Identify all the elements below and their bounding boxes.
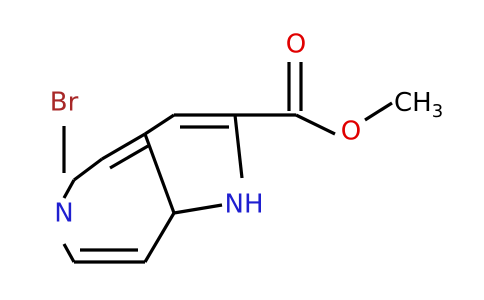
bond-c3a-c7a: [143, 133, 176, 214]
atom-label-n-pyridine: N: [54, 199, 73, 229]
bond-c4-c3a-double: [109, 144, 149, 170]
atom-label-o-carbonyl: O: [286, 30, 306, 60]
bond-c6-n5: [62, 243, 76, 263]
atom-label-o-ester: O: [341, 117, 361, 147]
ch3-subscript: 3: [432, 101, 443, 122]
ch3-main: CH: [394, 88, 432, 118]
bond-c3a-c3: [144, 113, 175, 136]
bond-n5-c4: [62, 179, 76, 199]
bond-c7a-c7: [143, 212, 176, 263]
atom-label-nh-pyrrole: NH: [225, 190, 264, 220]
atom-label-ch3: CH3: [394, 88, 443, 123]
bond-c2-n1: [233, 114, 244, 179]
bond-c4-c3a: [101, 132, 146, 161]
bond-c4-n5-upper: [73, 157, 103, 182]
bond-carbonyl-o-ester: [295, 113, 336, 136]
bond-n1-c7a: [173, 203, 223, 215]
atom-label-br: Br: [50, 88, 79, 118]
bond-o-ch3: [364, 101, 393, 122]
